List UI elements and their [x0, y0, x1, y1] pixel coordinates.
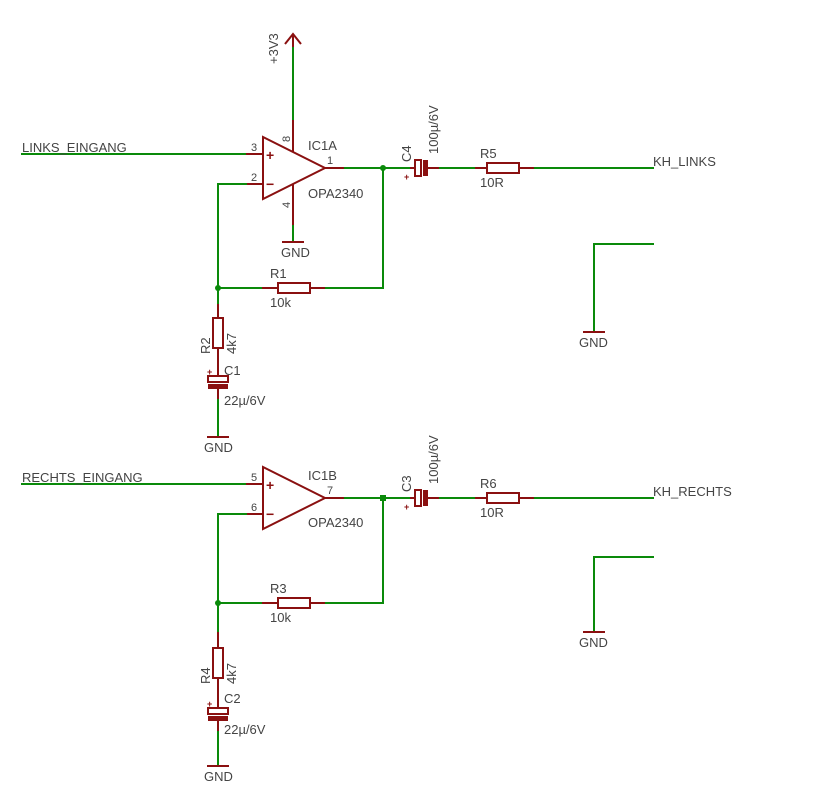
res-r2-name: R2 [198, 337, 213, 354]
opamp-name-left: IC1A [308, 138, 337, 153]
res-r4-value: 4k7 [224, 663, 239, 684]
res-r5-value: 10R [480, 175, 504, 190]
cap-c2: + C2 22µ/6V [207, 690, 266, 737]
res-r1-name: R1 [270, 266, 287, 281]
cap-c3-name: C3 [399, 475, 414, 492]
cap-c1-gnd-label: GND [204, 440, 233, 455]
cap-c3: + C3 100µ/6V [399, 435, 441, 512]
svg-text:+: + [207, 367, 212, 377]
res-r1: R1 10k [262, 266, 326, 310]
pin-gnd: 4 [281, 202, 293, 208]
res-r3-value: 10k [270, 610, 291, 625]
channel-left: LINKS_EINGANG + − 3 2 1 8 4 IC1A OPA2340… [21, 105, 716, 455]
svg-text:+: + [266, 147, 274, 163]
output-label-left: KH_LINKS [653, 154, 716, 169]
cap-c1-name: C1 [224, 363, 241, 378]
pin-minus-left: 2 [251, 172, 257, 184]
cap-c2-gnd-label: GND [204, 769, 233, 784]
output-label-right: KH_RECHTS [653, 484, 732, 499]
svg-text:+: + [404, 172, 409, 182]
res-r3-name: R3 [270, 581, 287, 596]
spare-gnd-left: GND [579, 335, 608, 350]
opamp-part-right: OPA2340 [308, 515, 363, 530]
input-label-left: LINKS_EINGANG [22, 140, 127, 155]
cap-c2-name: C2 [224, 691, 241, 706]
supply-symbol: +3V3 [266, 32, 302, 64]
res-r2-value: 4k7 [224, 333, 239, 354]
cap-c4: + C4 100µ/6V [399, 105, 441, 182]
input-label-right: RECHTS_EINGANG [22, 470, 143, 485]
res-r5-name: R5 [480, 146, 497, 161]
pin-out-right: 7 [327, 485, 333, 497]
spare-gnd-right: GND [579, 635, 608, 650]
cap-c4-name: C4 [399, 145, 414, 162]
supply-label: +3V3 [266, 33, 281, 64]
pin-plus-right: 5 [251, 472, 257, 484]
opamp-ic1a: + − 3 2 1 8 4 IC1A OPA2340 [246, 120, 363, 226]
pin-minus-right: 6 [251, 502, 257, 514]
cap-c1: + C1 22µ/6V [207, 362, 266, 408]
res-r5: R5 10R [475, 146, 535, 190]
svg-text:+: + [404, 502, 409, 512]
res-r6: R6 10R [475, 476, 535, 520]
cap-c1-value: 22µ/6V [224, 393, 266, 408]
res-r4-name: R4 [198, 667, 213, 684]
pin-out-left: 1 [327, 155, 333, 167]
res-r3: R3 10k [262, 581, 326, 625]
res-r6-name: R6 [480, 476, 497, 491]
cap-c2-value: 22µ/6V [224, 722, 266, 737]
opamp-part-left: OPA2340 [308, 186, 363, 201]
res-r4: R4 4k7 [198, 632, 239, 690]
opamp-ic1b: + − 5 6 7 IC1B OPA2340 [246, 465, 363, 531]
cap-c3-value: 100µ/6V [426, 435, 441, 484]
svg-text:−: − [266, 506, 274, 522]
opamp-name-right: IC1B [308, 468, 337, 483]
res-r2: R2 4k7 [198, 304, 239, 362]
svg-text:+: + [207, 699, 212, 709]
cap-c4-value: 100µ/6V [426, 105, 441, 154]
res-r6-value: 10R [480, 505, 504, 520]
pin-plus-left: 3 [251, 142, 257, 154]
svg-text:−: − [266, 176, 274, 192]
res-r1-value: 10k [270, 295, 291, 310]
svg-text:+: + [266, 477, 274, 493]
opamp-gnd-label: GND [281, 245, 310, 260]
channel-right: RECHTS_EINGANG + − 5 6 7 IC1B OPA2340 + … [21, 435, 732, 784]
pin-vcc: 8 [281, 136, 293, 142]
